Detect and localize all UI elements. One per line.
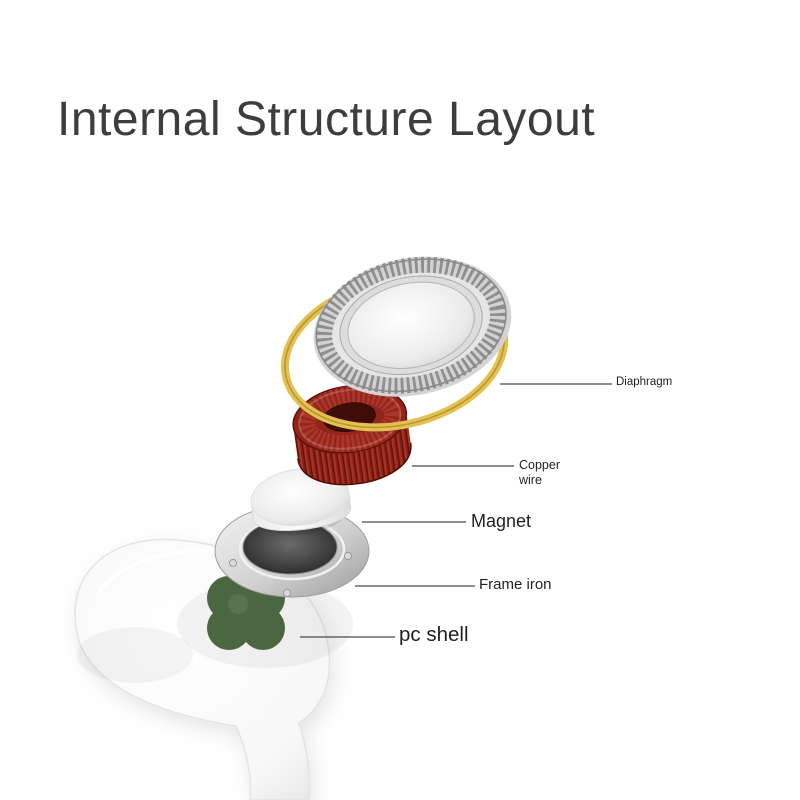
gasket-graphic (207, 576, 285, 650)
magnet-graphic (250, 468, 352, 535)
label-copper-wire: Copper wire (519, 458, 560, 487)
leader-lines (300, 383, 612, 638)
frame-iron-hole (343, 552, 352, 561)
label-pc-shell: pc shell (399, 623, 469, 646)
label-frame-iron: Frame iron (479, 576, 552, 593)
diaphragm-graphic (280, 256, 512, 432)
frame-iron-hole (282, 589, 291, 598)
frame-iron-graphic (214, 504, 370, 598)
page-title: Internal Structure Layout (57, 93, 596, 146)
label-diaphragm: Diaphragm (616, 376, 673, 388)
frame-iron-hole (228, 559, 237, 568)
label-magnet: Magnet (471, 511, 532, 531)
